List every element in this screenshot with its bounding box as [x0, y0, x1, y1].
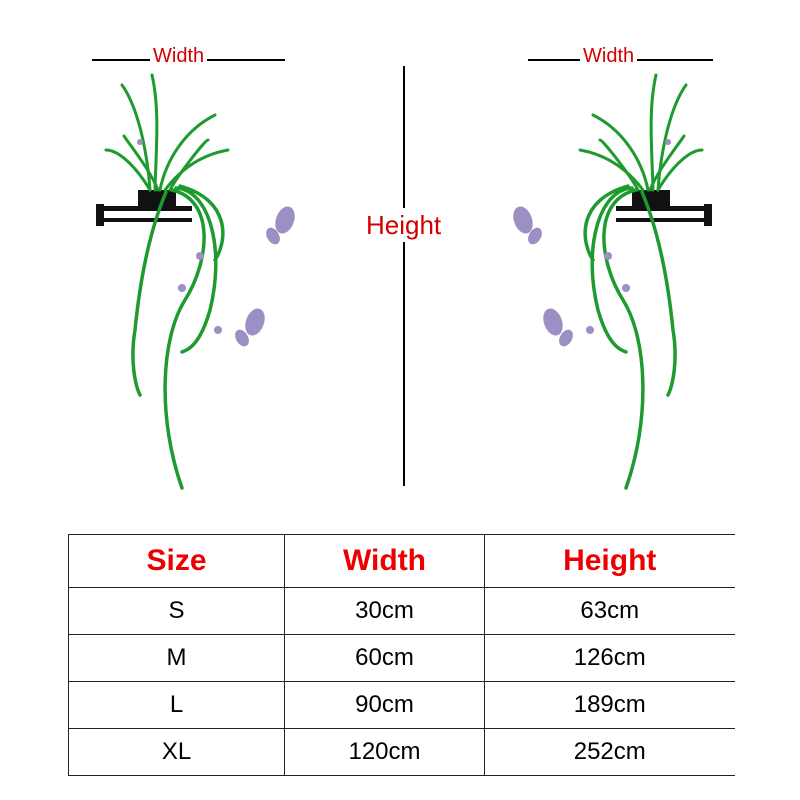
wall-sticker-illustration — [94, 73, 714, 490]
size-table: Size Width Height S 30cm 63cm M 60cm 126… — [68, 534, 735, 776]
cell-width: 90cm — [284, 681, 485, 729]
header-height: Height — [484, 534, 735, 588]
table-row: S 30cm 63cm — [68, 587, 735, 635]
cell-height: 252cm — [484, 728, 735, 776]
cell-height: 189cm — [484, 681, 735, 729]
cell-size: XL — [68, 728, 285, 776]
header-width: Width — [284, 534, 485, 588]
cell-size: S — [68, 587, 285, 635]
cell-width: 120cm — [284, 728, 485, 776]
cell-width: 30cm — [284, 587, 485, 635]
table-row: M 60cm 126cm — [68, 634, 735, 682]
cell-width: 60cm — [284, 634, 485, 682]
left-plant — [94, 73, 300, 490]
cell-size: M — [68, 634, 285, 682]
height-label: Height — [366, 208, 442, 242]
table-header-row: Size Width Height — [68, 534, 735, 588]
cell-height: 63cm — [484, 587, 735, 635]
cell-size: L — [68, 681, 285, 729]
header-size: Size — [68, 534, 285, 588]
cell-height: 126cm — [484, 634, 735, 682]
left-width-label: Width — [150, 44, 208, 68]
right-width-label: Width — [580, 44, 638, 68]
right-plant-mirrored — [508, 73, 714, 490]
table-row: L 90cm 189cm — [68, 681, 735, 729]
table-row: XL 120cm 252cm — [68, 728, 735, 776]
height-line — [403, 66, 405, 486]
